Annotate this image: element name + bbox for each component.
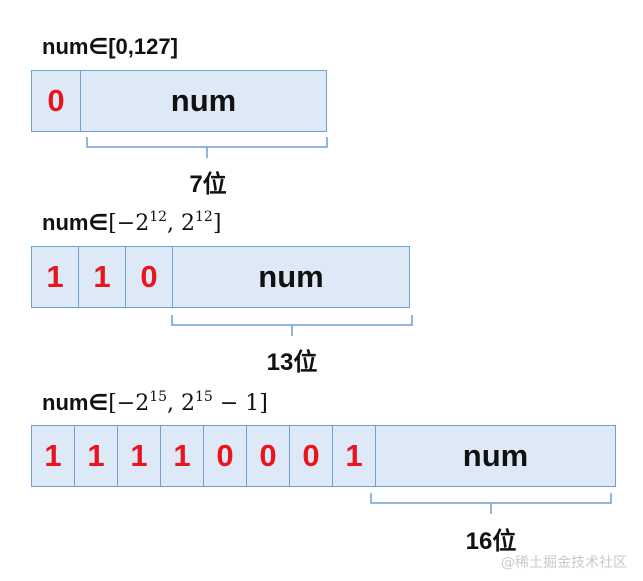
bit-cell: 1	[78, 246, 126, 308]
bit-cell: 1	[31, 425, 75, 487]
bit-cell: 0	[289, 425, 333, 487]
bit-cell: 1	[332, 425, 376, 487]
bit-cell: 1	[74, 425, 118, 487]
num-field: num	[375, 425, 616, 487]
brace-3	[370, 493, 612, 514]
bit-width-label-1: 7位	[189, 171, 227, 198]
range-label-1: num∈[0,127]	[42, 34, 178, 59]
brace-2	[171, 315, 413, 336]
bit-cell: 0	[31, 70, 81, 132]
bit-row-2: 1 1 0 num	[31, 246, 410, 308]
bit-row-1: 0 num	[31, 70, 327, 132]
num-field: num	[172, 246, 410, 308]
bit-cell: 1	[160, 425, 204, 487]
range-label-2: num∈[−212, 212]	[42, 209, 222, 236]
brace-1	[86, 137, 328, 158]
bit-cell: 1	[31, 246, 79, 308]
bit-cell: 0	[246, 425, 290, 487]
bit-width-label-3: 16位	[465, 528, 517, 555]
range-label-3: num∈[−215, 215 − 1]	[42, 389, 268, 416]
bit-cell: 1	[117, 425, 161, 487]
bit-cell: 0	[125, 246, 173, 308]
num-field: num	[80, 70, 327, 132]
bit-row-3: 1 1 1 1 0 0 0 1 num	[31, 425, 616, 487]
bit-width-label-2: 13位	[266, 349, 318, 376]
bit-cell: 0	[203, 425, 247, 487]
watermark: @稀土掘金技术社区	[501, 555, 627, 571]
